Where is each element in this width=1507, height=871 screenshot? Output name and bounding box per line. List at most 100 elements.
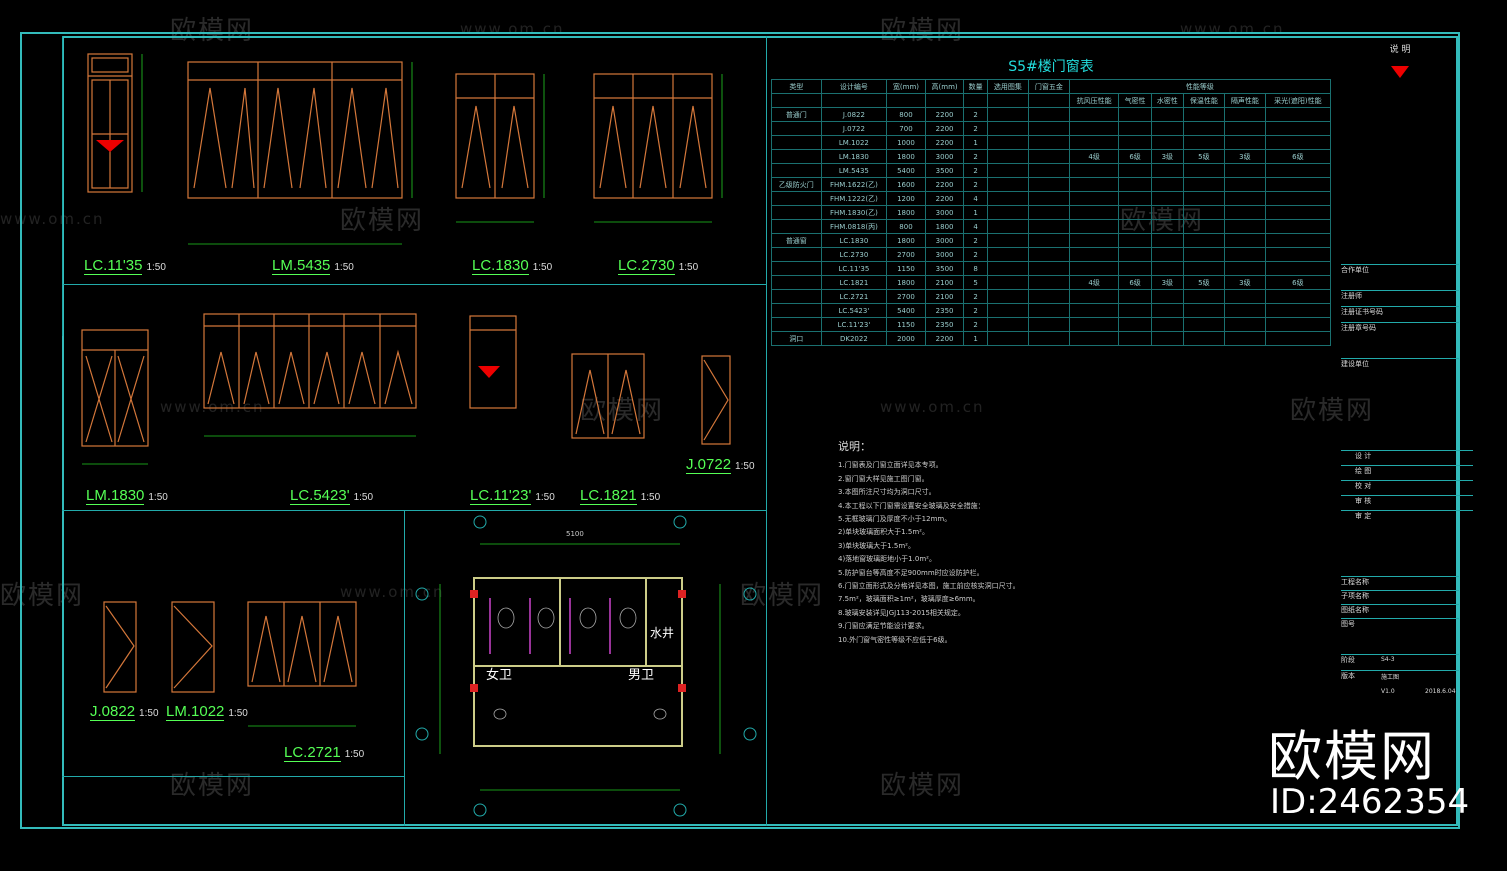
schedule-cell: 普通窗: [771, 233, 822, 248]
schedule-cell: [986, 317, 1029, 332]
schedule-header: 门窗五金: [1027, 79, 1070, 94]
schedule-cell: [1264, 261, 1332, 276]
schedule-cell: [1068, 317, 1120, 332]
schedule-cell: [1027, 233, 1070, 248]
schedule-cell: [1150, 303, 1184, 318]
watermark-brand: 欧模网: [170, 16, 255, 46]
schedule-cell: [1223, 121, 1266, 136]
title-block-row: 阶段: [1341, 654, 1459, 669]
title-block-row: 图纸名称: [1341, 604, 1459, 619]
schedule-cell: LC.2721: [820, 289, 888, 304]
schedule-cell: [1264, 107, 1332, 122]
schedule-cell: 3级: [1150, 275, 1184, 290]
title-block-field: 施工图: [1381, 674, 1400, 681]
schedule-cell: [1264, 191, 1332, 206]
schedule-cell: [1068, 135, 1120, 150]
schedule-cell: [1182, 177, 1225, 192]
schedule-cell: [1264, 303, 1332, 318]
schedule-cell: [1068, 247, 1120, 262]
toilet-floor-plan: [415, 515, 757, 817]
schedule-cell: 1800: [886, 149, 926, 164]
divider-bottom: [62, 776, 404, 777]
schedule-cell: [1182, 135, 1225, 150]
watermark-brand: 欧模网: [880, 16, 965, 46]
watermark-site: www.om.cn: [0, 210, 105, 228]
title-block-marker-icon: [1391, 66, 1409, 78]
schedule-cell: 1000: [886, 135, 926, 150]
schedule-cell: [1150, 205, 1184, 220]
title-block-row: 注册证书号码: [1341, 306, 1459, 321]
plan-label-female: 女卫: [486, 668, 513, 683]
schedule-header: 高(mm): [924, 79, 965, 94]
schedule-cell: [1182, 163, 1225, 178]
schedule-cell: [986, 121, 1029, 136]
schedule-cell: [1027, 331, 1070, 346]
schedule-cell: [1027, 163, 1070, 178]
schedule-cell: FHM.0818(丙): [820, 219, 888, 234]
schedule-cell: [1118, 247, 1152, 262]
schedule-cell: J.0722: [820, 121, 888, 136]
schedule-cell: 2700: [886, 289, 926, 304]
schedule-cell: LC.11'35: [820, 261, 888, 276]
schedule-cell: [986, 219, 1029, 234]
schedule-cell: [1118, 205, 1152, 220]
schedule-cell: FHM.1830(乙): [820, 205, 888, 220]
schedule-cell: LM.5435: [820, 163, 888, 178]
watermark-brand: 欧模网: [0, 581, 85, 611]
schedule-cell: 3级: [1223, 275, 1266, 290]
title-block-row: 注册师: [1341, 290, 1459, 305]
schedule-cell: [1223, 163, 1266, 178]
schedule-cell: [1150, 261, 1184, 276]
schedule-cell: 乙级防火门: [771, 177, 822, 192]
watermark-site: www.om.cn: [880, 398, 985, 416]
schedule-cell: [1264, 219, 1332, 234]
schedule-cell: [1150, 163, 1184, 178]
schedule-cell: [1118, 303, 1152, 318]
schedule-cell: [1068, 289, 1120, 304]
schedule-cell: [1150, 233, 1184, 248]
schedule-cell: 2200: [924, 121, 965, 136]
title-block-heading: 说 明: [1389, 45, 1411, 55]
schedule-cell: [1118, 121, 1152, 136]
schedule-cell: [1027, 121, 1070, 136]
note-item: 2)单块玻璃面积大于1.5m²。: [838, 528, 929, 537]
schedule-cell: 1800: [886, 275, 926, 290]
schedule-cell: 5400: [886, 163, 926, 178]
schedule-cell: [1068, 233, 1120, 248]
title-block-row: 工程名称: [1341, 576, 1459, 591]
schedule-cell: 8: [963, 261, 988, 276]
schedule-cell: [771, 275, 822, 290]
title-block-row: 注册章号码: [1341, 322, 1459, 337]
schedule-cell: [1068, 331, 1120, 346]
schedule-cell: [1118, 163, 1152, 178]
schedule-cell: [1118, 107, 1152, 122]
notes-block: 说明： 1.门窗表及门窗立面详见本专项。2.窗门窗大样见施工图门窗。3.本图所注…: [838, 440, 1308, 647]
schedule-cell: 3000: [924, 149, 965, 164]
watermark-brand: 欧模网: [880, 771, 965, 801]
schedule-cell: [986, 149, 1029, 164]
schedule-cell: 2: [963, 317, 988, 332]
schedule-cell: [1223, 303, 1266, 318]
note-item: 4)落地窗玻璃距地小于1.0m²。: [838, 555, 936, 564]
schedule-header: 选用图集: [986, 79, 1029, 94]
schedule-cell: [986, 191, 1029, 206]
schedule-cell: LC.11'23': [820, 317, 888, 332]
schedule-cell: [1264, 331, 1332, 346]
perf-header: 气密性: [1118, 93, 1152, 108]
schedule-header: 宽(mm): [886, 79, 926, 94]
note-item: 8.玻璃安装详见JGJ113-2015相关规定。: [838, 608, 965, 617]
schedule-cell: 3000: [924, 247, 965, 262]
title-block-row: 建设单位: [1341, 358, 1459, 373]
schedule-cell: 1800: [886, 205, 926, 220]
schedule-cell: [1182, 331, 1225, 346]
schedule-cell: [986, 135, 1029, 150]
schedule-cell: [1223, 261, 1266, 276]
